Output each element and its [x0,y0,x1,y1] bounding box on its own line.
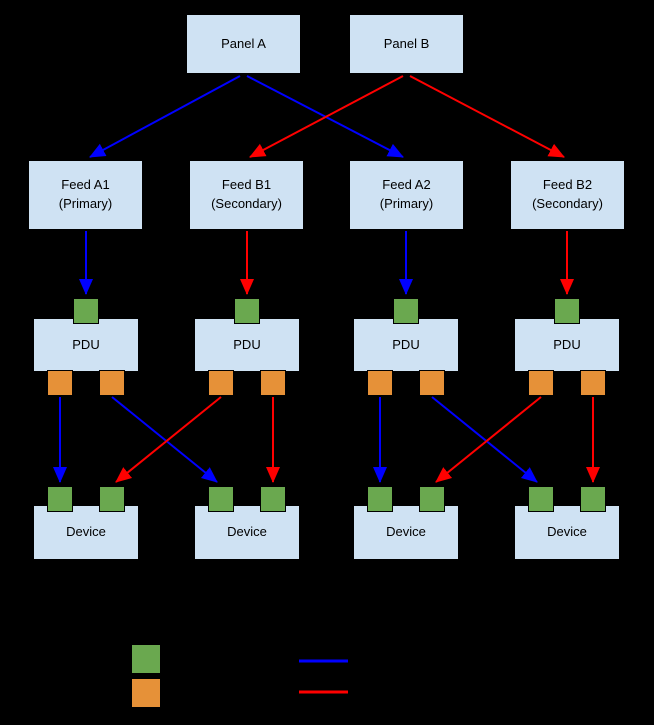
node-device-4: Device [514,505,620,560]
node-device-4-label: Device [547,524,587,540]
node-feed-b2-label: Feed B2 [542,177,593,193]
node-panel-a-label: Panel A [221,35,266,51]
node-pdu-1: PDU [33,318,139,372]
node-feed-a2: Feed A2 (Primary) [349,160,464,230]
device-1-input-port-left [47,486,73,512]
arrow-panel-b-feed-b2 [409,75,565,158]
node-feed-b1-label: Feed B1 [221,177,272,193]
node-feed-a2-sublabel: (Primary) [379,196,434,211]
arrow-pdu-4-device-3 [435,396,542,483]
node-pdu-2-label: PDU [233,336,261,352]
arrow-pdu-3-device-4 [431,396,538,483]
device-4-input-port-left [528,486,554,512]
node-pdu-2: PDU [194,318,300,372]
pdu-3-input-port [393,298,419,324]
device-3-input-port-left [367,486,393,512]
arrow-pdu-1-device-2 [111,396,218,483]
node-device-1-label: Device [66,524,106,540]
pdu-4-output-port-right [580,370,606,396]
node-feed-b1: Feed B1 (Secondary) [189,160,304,230]
node-pdu-3-label: PDU [392,336,420,352]
arrow-panel-a-feed-a1 [89,75,241,158]
node-pdu-4: PDU [514,318,620,372]
node-pdu-4-label: PDU [553,336,581,352]
node-device-1: Device [33,505,139,560]
node-feed-b2-sublabel: (Secondary) [532,196,603,211]
node-panel-b-label: Panel B [383,35,430,51]
node-pdu-3: PDU [353,318,459,372]
device-2-input-port-right [260,486,286,512]
pdu-1-output-port-left [47,370,73,396]
device-3-input-port-right [419,486,445,512]
node-feed-a1: Feed A1 (Primary) [28,160,143,230]
node-pdu-1-label: PDU [72,336,100,352]
pdu-2-output-port-right [260,370,286,396]
node-feed-a2-label: Feed A2 [382,177,431,193]
node-device-3: Device [353,505,459,560]
arrow-panel-b-feed-b1 [249,75,404,158]
legend-output-port-swatch [131,678,161,708]
pdu-3-output-port-left [367,370,393,396]
node-device-2: Device [194,505,300,560]
node-device-3-label: Device [386,524,426,540]
node-feed-a1-sublabel: (Primary) [58,196,113,211]
node-device-2-label: Device [227,524,267,540]
node-feed-b1-sublabel: (Secondary) [211,196,282,211]
device-1-input-port-right [99,486,125,512]
pdu-1-output-port-right [99,370,125,396]
node-panel-a: Panel A [186,14,301,74]
node-feed-b2: Feed B2 (Secondary) [510,160,625,230]
pdu-1-input-port [73,298,99,324]
pdu-2-output-port-left [208,370,234,396]
arrow-panel-a-feed-a2 [246,75,404,158]
node-feed-a1-label: Feed A1 [61,177,110,193]
pdu-3-output-port-right [419,370,445,396]
device-2-input-port-left [208,486,234,512]
pdu-4-input-port [554,298,580,324]
arrow-pdu-2-device-1 [115,396,222,483]
pdu-2-input-port [234,298,260,324]
pdu-4-output-port-left [528,370,554,396]
device-4-input-port-right [580,486,606,512]
node-panel-b: Panel B [349,14,464,74]
legend-input-port-swatch [131,644,161,674]
